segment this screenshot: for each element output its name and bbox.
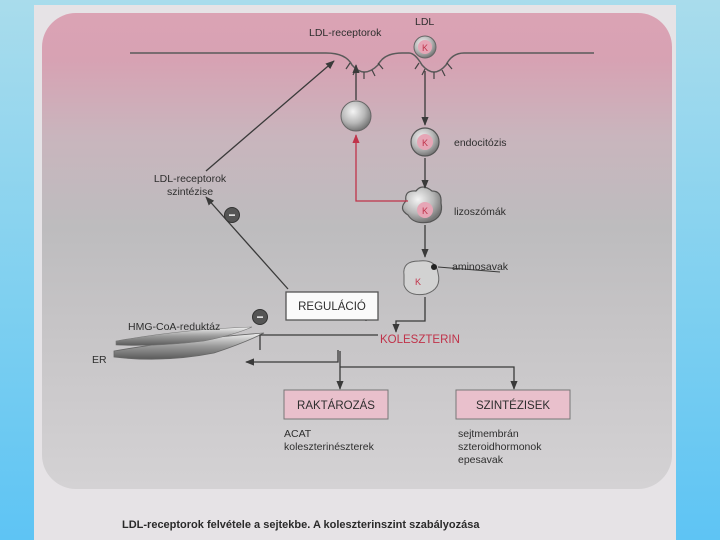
synth-item-2: szteroidhormonok: [458, 441, 542, 453]
lysosome-k-label: K: [422, 206, 428, 216]
endosome-k-label: K: [422, 138, 428, 148]
arrow-to-er: [259, 334, 378, 350]
slide-page: K K K K: [34, 5, 676, 540]
ldl-k-label: K: [422, 43, 428, 53]
storage-item-1: ACAT: [284, 428, 312, 440]
er-label: ER: [92, 354, 107, 366]
synth-item-1: sejtmembrán: [458, 428, 519, 440]
arrow-synthesis-to-membrane: [205, 60, 335, 172]
storage-item-2: koleszterinészterek: [284, 441, 375, 453]
cholesterol-regulation-diagram: K K K K: [92, 16, 594, 466]
degraded-k-label: K: [415, 277, 421, 287]
regulation-label: REGULÁCIÓ: [298, 300, 366, 313]
receptor-synthesis-label-2: szintézise: [167, 186, 213, 198]
cholesterol-label: KOLESZTERIN: [380, 334, 460, 346]
syntheses-label: SZINTÉZISEK: [476, 399, 550, 412]
arrow-er-feedback: [245, 350, 339, 366]
hmg-coa-label: HMG-CoA-reduktáz: [128, 321, 220, 333]
minus-symbol: −: [228, 208, 235, 222]
arrow-regulation-to-synthesis: [205, 196, 289, 290]
amino-acid-pointer: [437, 266, 501, 273]
endosome: K: [410, 127, 440, 157]
minus-symbol: −: [256, 310, 263, 324]
degraded-lipoprotein: K: [403, 260, 440, 296]
minus-sign-synthesis: −: [224, 207, 240, 223]
flow-arrows: [205, 60, 518, 390]
receptor-synthesis-label-1: LDL-receptorok: [154, 173, 227, 185]
arrow-receptor-recycle: [352, 134, 408, 202]
figure-caption: LDL-receptorok felvétele a sejtekbe. A k…: [122, 519, 480, 531]
amino-acids-label: aminosavak: [452, 261, 509, 273]
synth-item-3: epesavak: [458, 454, 504, 466]
syntheses-box: SZINTÉZISEK: [455, 389, 571, 420]
regulation-box: REGULÁCIÓ: [285, 291, 379, 321]
minus-sign-hmg: −: [252, 309, 268, 325]
cell-membrane: [130, 52, 594, 73]
arrow-to-cholesterol: [392, 297, 426, 333]
lysosome: K: [401, 186, 443, 224]
storage-box: RAKTÁROZÁS: [283, 389, 389, 420]
storage-label: RAKTÁROZÁS: [297, 399, 375, 412]
arrow-to-syntheses: [340, 366, 518, 390]
ldl-label: LDL: [415, 16, 434, 28]
lysosomes-label: lizoszómák: [454, 206, 507, 218]
receptor-vesicle: [340, 100, 372, 132]
ldl-receptors-label: LDL-receptorok: [309, 27, 382, 39]
endocytosis-label: endocitózis: [454, 137, 507, 149]
ldl-particle: K: [413, 35, 437, 59]
er-organelle: [113, 326, 265, 360]
